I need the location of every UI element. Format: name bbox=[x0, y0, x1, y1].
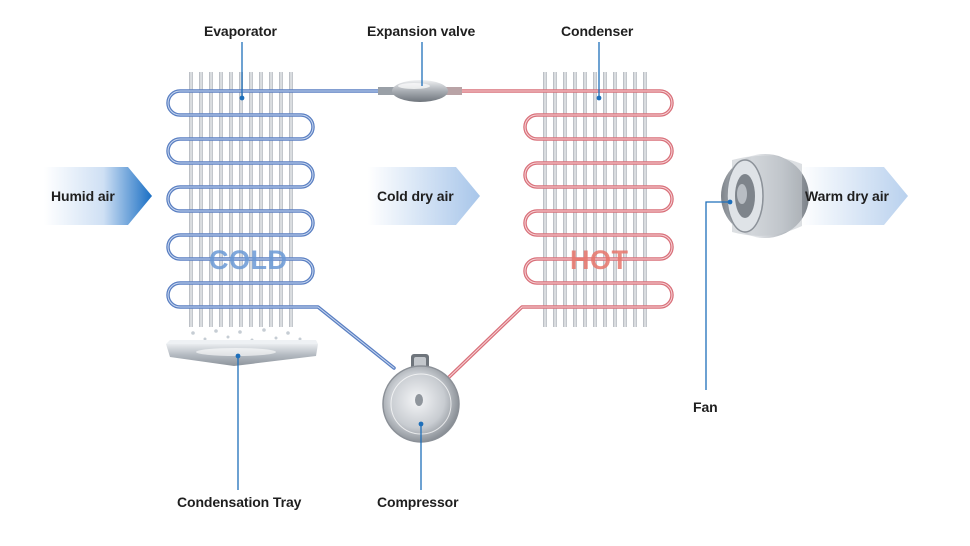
condenser-label: Condenser bbox=[561, 23, 634, 39]
condensation-droplets bbox=[191, 328, 302, 348]
fan-label: Fan bbox=[693, 399, 718, 415]
cold-dry-air-arrow bbox=[368, 167, 480, 225]
expansion-valve-label: Expansion valve bbox=[367, 23, 476, 39]
warm-dry-air-label: Warm dry air bbox=[805, 188, 889, 204]
fan-icon bbox=[721, 154, 809, 238]
condensation-tray-label: Condensation Tray bbox=[177, 494, 302, 510]
evaporator-fins bbox=[189, 72, 293, 327]
cold-dry-air-label: Cold dry air bbox=[377, 188, 454, 204]
condensation-tray-icon bbox=[166, 340, 318, 366]
evaporator-label: Evaporator bbox=[204, 23, 277, 39]
condenser-fins bbox=[543, 72, 647, 327]
hot-label: HOT bbox=[570, 245, 629, 275]
humid-air-arrow bbox=[44, 167, 152, 225]
humid-air-label: Humid air bbox=[51, 188, 115, 204]
warm-dry-air-arrow bbox=[800, 167, 908, 225]
expansion-valve-icon bbox=[378, 80, 462, 102]
leader-lines bbox=[237, 42, 730, 490]
compressor-label: Compressor bbox=[377, 494, 459, 510]
cold-label: COLD bbox=[209, 245, 288, 275]
leader-dots bbox=[235, 95, 733, 427]
